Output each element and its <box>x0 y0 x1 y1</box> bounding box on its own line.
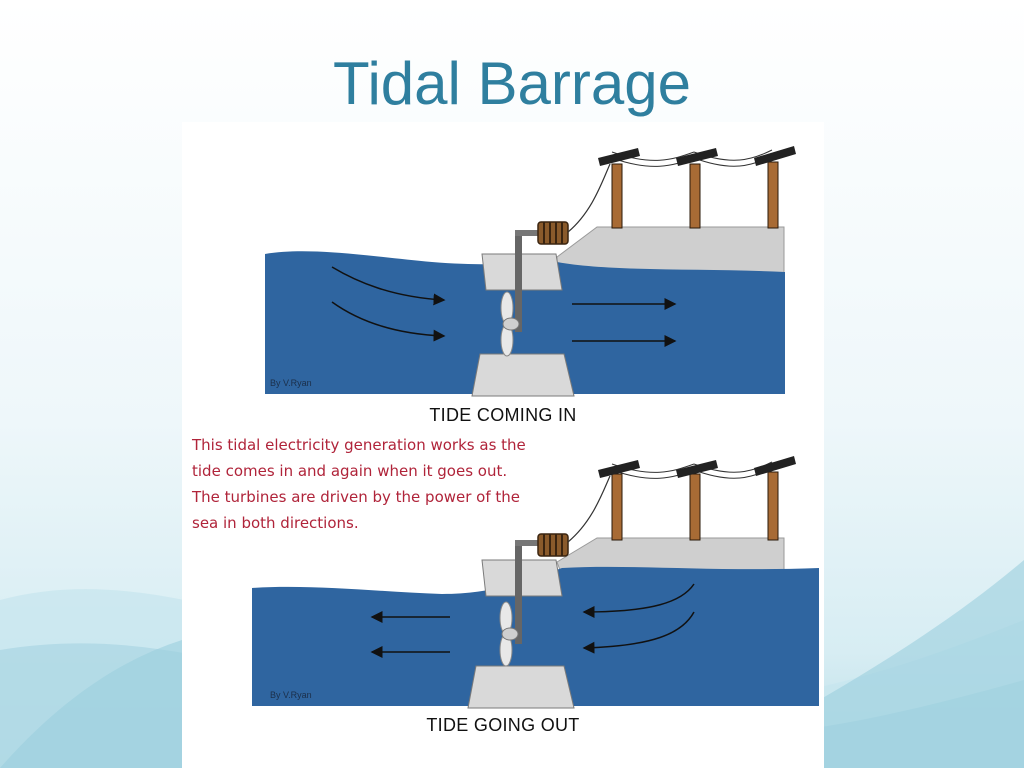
flow-arrow <box>582 611 695 654</box>
panel-credit: By V.Ryan <box>270 690 312 700</box>
flow-arrow <box>331 266 446 306</box>
turbine-shaft <box>515 232 522 332</box>
pylon-icon <box>598 460 640 541</box>
sea-water <box>265 251 785 394</box>
barrage-base <box>467 665 575 709</box>
barrage-base <box>471 353 575 397</box>
diagram-drawing: By V.Ryan <box>252 146 819 709</box>
power-cable <box>567 163 611 233</box>
top-panel: By V.Ryan <box>265 146 796 397</box>
generator-icon <box>537 533 569 557</box>
turbine-shaft <box>515 542 522 644</box>
pylon-icon <box>754 146 796 229</box>
pylon-icon <box>676 460 718 541</box>
power-cable <box>567 475 611 543</box>
generator-icon <box>537 221 569 245</box>
bottom-panel: By V.Ryan <box>252 456 819 709</box>
turbine-icon <box>500 291 520 357</box>
sea-water <box>252 566 819 706</box>
turbine-icon <box>499 601 519 667</box>
tidal-barrage-diagram: By V.Ryan <box>182 122 824 768</box>
pylon-icon <box>598 148 640 229</box>
slide-title: Tidal Barrage <box>333 50 691 117</box>
explanation-note: This tidal electricity generation works … <box>192 436 526 532</box>
pylon-icon <box>676 148 718 229</box>
flow-arrow <box>582 583 695 618</box>
panel-credit: By V.Ryan <box>270 378 312 388</box>
flow-arrow <box>331 301 446 342</box>
top-panel-caption: TIDE COMING IN <box>429 405 577 425</box>
pylon-icon <box>754 456 796 541</box>
bottom-panel-caption: TIDE GOING OUT <box>426 715 580 735</box>
